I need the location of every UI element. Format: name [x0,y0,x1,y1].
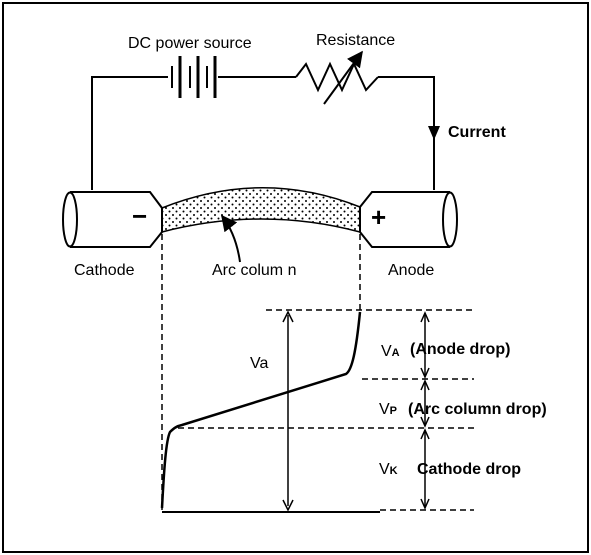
cathode-electrode [62,191,163,248]
va-label: Va [250,355,268,372]
anode-drop-label: (Anode drop) [410,341,510,358]
resistance-label: Resistance [316,32,395,49]
voltage-curve [160,311,362,509]
arc-column-shape [161,187,361,233]
arc-column-leader [221,214,241,263]
current-label: Current [448,124,506,141]
va-arrow [282,310,294,512]
cathode-label: Cathode [74,262,135,279]
circuit-wires [91,76,435,190]
projection-lines [161,234,361,510]
cathode-minus-sign: − [132,201,147,231]
arc-drop-symbol: VP [379,401,397,418]
dc-power-source-label: DC power source [128,35,252,52]
arc-column-label: Arc colum n [212,262,296,279]
current-arrow-icon [428,126,440,140]
anode-plus-sign: + [371,202,386,232]
anode-label: Anode [388,262,434,279]
battery-icon [171,56,217,98]
cathode-drop-label: Cathode drop [417,461,521,478]
anode-drop-symbol: VA [381,343,400,360]
resistor-icon [295,50,379,105]
cathode-drop-symbol: VK [379,461,398,478]
arc-drop-label: (Arc column drop) [408,401,547,418]
reference-lines [178,309,474,511]
drop-arrows [420,311,430,510]
